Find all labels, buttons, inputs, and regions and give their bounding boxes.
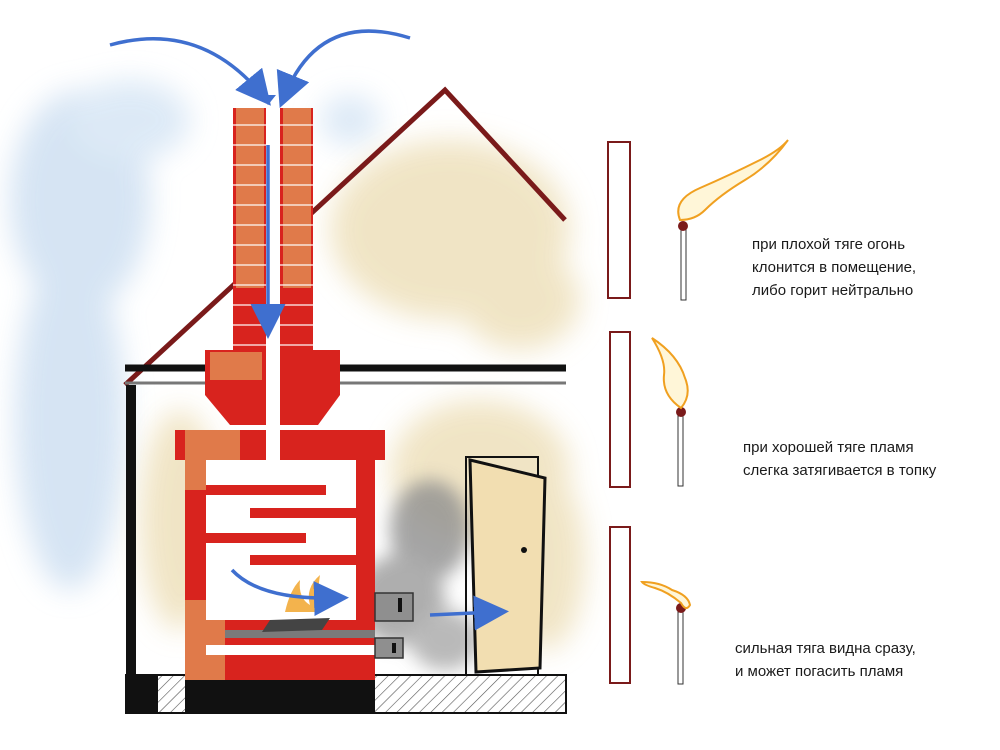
match-icon: [676, 603, 686, 685]
caption-line: при плохой тяге огонь: [752, 236, 906, 253]
caption-good-draft: при хорошей тяге пламя слегка затягивает…: [743, 436, 936, 482]
caption-line: клонится в помещение,: [752, 259, 917, 276]
wall-strip-1: [607, 141, 631, 299]
foundation-dark: [126, 675, 158, 713]
outdoor-air-haze: [10, 80, 380, 590]
curved-arrow-icon: [276, 29, 411, 108]
caption-line: и может погасить пламя: [735, 663, 904, 680]
curved-arrow-icon: [230, 568, 349, 617]
chimney: [233, 108, 313, 438]
roof-outline: [123, 86, 567, 387]
flame-icon: [640, 580, 692, 609]
match-icon: [678, 221, 688, 301]
match-icon: [676, 407, 686, 487]
curved-arrow-icon: [109, 37, 271, 106]
stove-body: [175, 430, 414, 680]
caption-line: сильная тяга видна сразу,: [735, 640, 916, 657]
caption-line: слегка затягивается в топку: [743, 462, 937, 479]
fire-icon: [262, 575, 330, 632]
caption-strong-draft: сильная тяга видна сразу, и может погаси…: [735, 637, 916, 683]
air-flow-arrows: [109, 29, 509, 631]
flame-icon: [677, 139, 789, 222]
stove-foundation: [185, 680, 375, 713]
caption-line: либо горит нейтрально: [752, 282, 914, 299]
arrow-down-icon: [260, 95, 276, 105]
flame-icon: [651, 337, 689, 410]
straight-arrow-icon: [429, 595, 509, 631]
caption-bad-draft: при плохой тяге огонь клонится в помещен…: [752, 233, 916, 302]
room-door: [465, 456, 547, 676]
chimney-base: [205, 350, 340, 425]
firebox-door: [374, 592, 414, 622]
ash-door: [374, 637, 404, 659]
wall-strip-3: [609, 526, 631, 684]
caption-line: при хорошей тяге пламя: [743, 439, 914, 456]
wall-strip-2: [609, 331, 631, 488]
